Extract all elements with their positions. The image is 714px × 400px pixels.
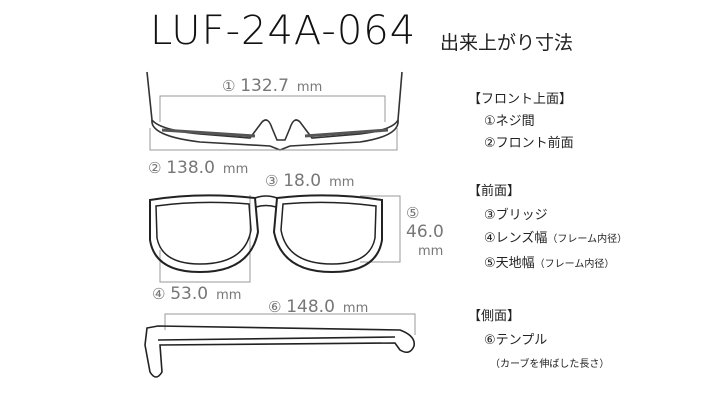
dimension-2-label: ② 138.0 mm — [148, 158, 248, 178]
legend-item: ①ネジ間 — [484, 114, 535, 129]
legend-front-view: 【前面】 ③ブリッジ ④レンズ幅（フレーム内径） ⑤天地幅（フレーム内径） — [468, 180, 627, 276]
dimension-6-label: ⑥ 148.0 mm — [268, 297, 368, 317]
front-view-glasses — [149, 194, 383, 274]
legend-top-view: 【フロント上面】 ①ネジ間 ②フロント前面 — [468, 89, 574, 155]
dimension-1-label: ① 132.7 mm — [222, 76, 322, 96]
legend-heading: 【側面】 — [468, 309, 521, 324]
value: 138.0 — [166, 158, 215, 178]
unit: mm — [342, 301, 369, 316]
unit: mm — [296, 80, 323, 95]
legend-note: （カーブを伸ばした長さ） — [490, 359, 610, 370]
dimension-5-label: ⑤ 46.0 mm — [406, 204, 444, 261]
unit: mm — [418, 244, 444, 259]
value: 46.0 — [406, 222, 444, 242]
legend-side-view: 【側面】 ⑥テンプル （カーブを伸ばした長さ） — [468, 305, 609, 377]
legend-item-with-note: ⑤天地幅（フレーム内径） — [484, 252, 627, 277]
top-view-glasses — [146, 71, 403, 151]
value: 18.0 — [283, 171, 322, 191]
value: 148.0 — [286, 297, 335, 317]
value: 132.7 — [240, 76, 289, 96]
side-view-glasses — [144, 325, 416, 378]
dimension-lines — [149, 95, 416, 335]
legend-note: （フレーム内径） — [547, 234, 628, 245]
unit: mm — [216, 288, 242, 303]
marker: ① — [222, 77, 236, 95]
legend-item: ②フロント前面 — [484, 136, 574, 151]
legend-heading: 【前面】 — [468, 184, 521, 199]
legend-item-with-note: ④レンズ幅（フレーム内径） — [484, 227, 627, 252]
legend-item: ④レンズ幅 — [484, 231, 548, 246]
dimension-4-label: ④ 53.0 mm — [152, 284, 241, 304]
unit: mm — [329, 175, 355, 190]
legend-item: ⑥テンプル — [484, 333, 548, 348]
legend-item: ⑤天地幅 — [484, 255, 535, 271]
value: 53.0 — [170, 284, 209, 304]
finished-dimensions-label: 出来上がり寸法 — [440, 32, 574, 54]
legend-note: （フレーム内径） — [534, 258, 615, 270]
dimension-3-label: ③ 18.0 mm — [265, 171, 354, 191]
marker: ⑤ — [406, 204, 420, 222]
marker: ⑥ — [268, 298, 282, 316]
unit: mm — [222, 162, 249, 177]
marker: ③ — [265, 172, 279, 190]
product-code-title: LUF-24A-064 — [150, 8, 417, 54]
marker: ② — [148, 159, 162, 177]
legend-heading: 【フロント上面】 — [468, 92, 573, 107]
legend-item: ③ブリッジ — [484, 207, 548, 223]
marker: ④ — [152, 285, 166, 303]
